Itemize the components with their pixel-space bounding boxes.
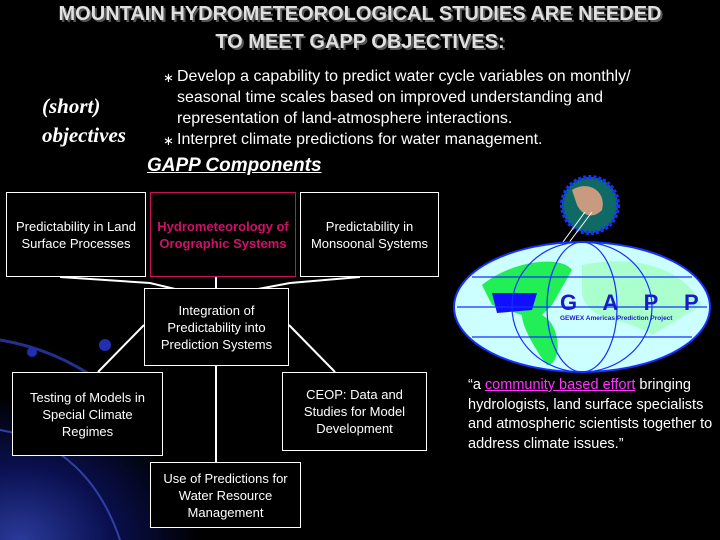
box-integration: Integration of Predictability into Predi… <box>144 288 289 366</box>
quote-text: “a community based effort bringing hydro… <box>468 377 713 452</box>
box-testing: Testing of Models in Special Climate Reg… <box>12 372 163 456</box>
box-monsoon: Predictability in Monsoonal Systems <box>300 192 439 277</box>
title-line-1: MOUNTAIN HYDROMETEOROLOGICAL STUDIES ARE… <box>58 3 662 25</box>
svg-text:G A P P: G A P P <box>560 290 709 315</box>
objectives-label-short: (short) <box>42 94 101 118</box>
title-line-2: TO MEET GAPP OBJECTIVES: <box>215 31 505 53</box>
bullet-1-line-1: Develop a capability to predict water cy… <box>177 68 631 85</box>
box-orographic: Hydrometeorology of Orographic Systems <box>150 192 296 277</box>
bullet-icon: ∗ <box>163 70 174 85</box>
community-link[interactable]: community based effort <box>484 377 636 393</box>
bullet-icon: ∗ <box>163 133 174 148</box>
box-ceop: CEOP: Data and Studies for Model Develop… <box>282 372 427 451</box>
bullet-2: Interpret climate predictions for water … <box>177 131 543 148</box>
box-land-surface: Predictability in Land Surface Processes <box>6 192 146 277</box>
objectives-label: objectives <box>42 123 126 147</box>
bullet-1-line-3: representation of land-atmosphere intera… <box>177 110 513 127</box>
connector-lines <box>59 276 361 462</box>
box-use: Use of Predictions for Water Resource Ma… <box>150 462 301 528</box>
bullet-1-line-2: seasonal time scales based on improved u… <box>177 89 604 106</box>
components-heading: GAPP Components <box>147 155 322 176</box>
svg-text:GEWEX Americas Prediction Proj: GEWEX Americas Prediction Project <box>560 315 673 322</box>
gapp-globe-logo: G A P P GEWEX Americas Prediction Projec… <box>453 175 711 373</box>
